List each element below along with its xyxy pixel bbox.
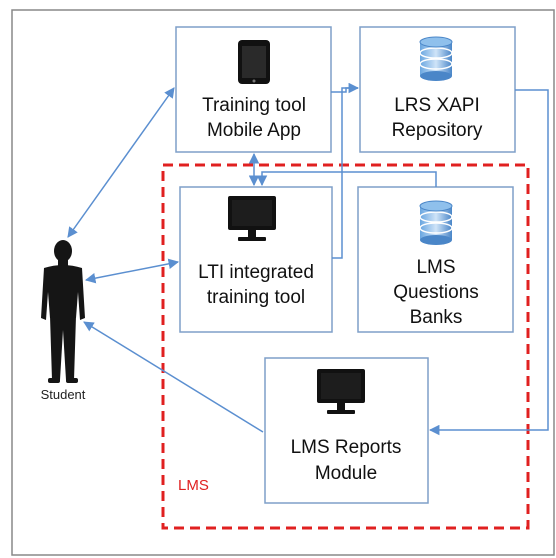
lti-tool-node: LTI integrated training tool — [179, 186, 333, 333]
person-silhouette-icon — [41, 240, 85, 383]
lrs-label-line2: Repository — [392, 120, 483, 141]
question-banks-label-line1: LMS — [416, 257, 455, 278]
tablet-icon — [238, 40, 270, 84]
lrs-box — [359, 26, 516, 153]
lms-group-border — [161, 163, 530, 530]
question-banks-label-line3: Banks — [410, 307, 463, 328]
arrow-lti-tool-lrs — [332, 87, 358, 259]
outer-frame — [11, 9, 555, 556]
arrow-student-lti-tool — [84, 258, 180, 284]
mobile-app-label-line1: Training tool — [202, 95, 306, 116]
reports-label-line2: Module — [315, 463, 377, 484]
lrs-node: LRS XAPI Repository — [359, 26, 516, 153]
arrow-reports-student — [83, 321, 264, 433]
mobile-app-node: Training tool Mobile App — [175, 26, 332, 153]
lrs-label-line1: LRS XAPI — [394, 95, 480, 116]
connectors — [67, 82, 549, 436]
arrow-question-banks-lti-tool — [256, 171, 437, 187]
arrow-lrs-reports — [428, 89, 549, 436]
mobile-app-label-line2: Mobile App — [207, 120, 301, 141]
lms-group-label: LMS — [178, 477, 209, 494]
monitor-icon — [228, 196, 276, 241]
lti-tool-label-line1: LTI integrated — [198, 262, 314, 283]
lti-tool-label-line2: training tool — [207, 287, 305, 308]
question-banks-node: LMS Questions Banks — [357, 186, 514, 333]
database-icon — [419, 200, 453, 245]
reports-label-line1: LMS Reports — [291, 437, 402, 458]
arrow-student-mobile-app — [67, 87, 175, 238]
student-label: Student — [41, 387, 86, 402]
reports-node: LMS Reports Module — [264, 357, 429, 504]
monitor-icon — [317, 369, 365, 414]
question-banks-label-line2: Questions — [393, 282, 479, 303]
student-node: Student — [41, 240, 86, 402]
database-icon — [419, 36, 453, 81]
lms-group: LMS — [161, 163, 530, 530]
